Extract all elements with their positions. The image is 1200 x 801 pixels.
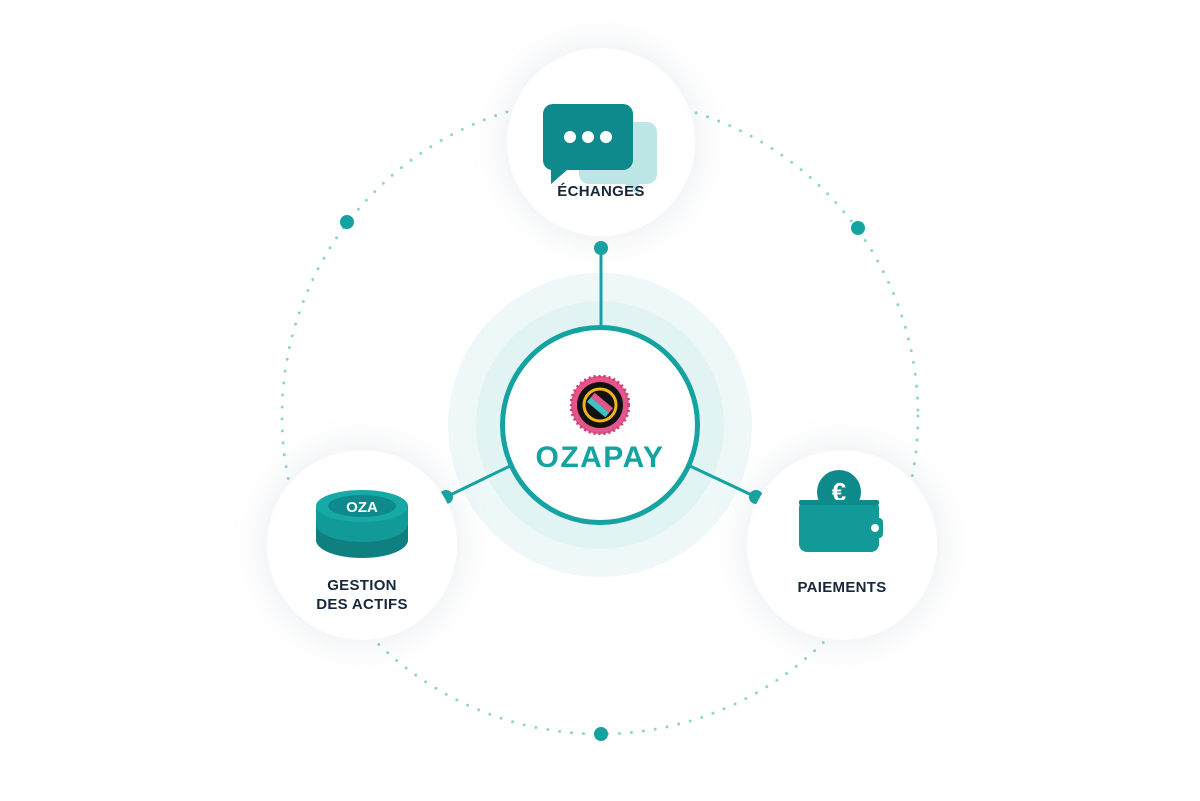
oza-coin-stack-icon: OZA <box>316 490 408 558</box>
node-label-line1: GESTION <box>327 577 397 594</box>
coin-text: OZA <box>346 499 378 516</box>
node-label-line2: DES ACTIFS <box>316 596 408 613</box>
connector-gestion <box>445 464 511 499</box>
node-paiements: € PAIEMENTS <box>747 450 937 640</box>
ring-dot-bottom <box>594 727 608 741</box>
node-gestion-des-actifs: OZA GESTION DES ACTIFS <box>267 450 457 640</box>
node-label-echanges: ÉCHANGES <box>557 183 645 200</box>
ozapay-logo-icon <box>570 375 630 435</box>
node-label-gestion: GESTION DES ACTIFS <box>316 576 408 614</box>
node-label-paiements: PAIEMENTS <box>797 579 887 596</box>
outer-dotted-ring <box>280 96 920 736</box>
euro-symbol: € <box>832 477 846 507</box>
center-title: OZAPAY <box>535 441 665 474</box>
ring-dot-upper-left <box>340 215 354 229</box>
connector-dot-top <box>594 241 608 255</box>
chat-bubbles-icon <box>543 104 657 196</box>
wallet-euro-icon: € <box>799 470 883 552</box>
connector-paiements <box>689 464 757 499</box>
node-echanges: ÉCHANGES <box>507 48 695 236</box>
center-node-ozapay: OZAPAY <box>500 325 700 525</box>
ring-dot-upper-right <box>851 221 865 235</box>
